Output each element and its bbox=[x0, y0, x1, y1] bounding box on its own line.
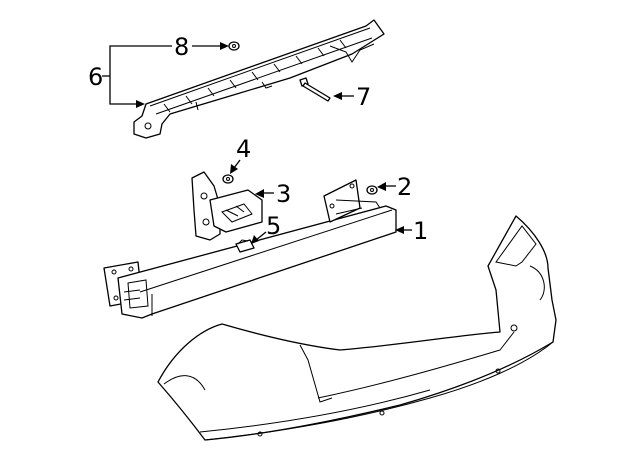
impact-bar bbox=[103, 179, 397, 319]
clip-5 bbox=[235, 239, 255, 253]
leader-lines bbox=[102, 42, 412, 244]
nut-2 bbox=[366, 185, 378, 195]
callout-8: 8 bbox=[174, 33, 189, 61]
callout-3: 3 bbox=[276, 180, 291, 208]
nut-8 bbox=[228, 41, 240, 51]
callout-1: 1 bbox=[413, 217, 428, 245]
bumper-cover bbox=[157, 215, 557, 441]
callout-2: 2 bbox=[397, 173, 412, 201]
callout-4: 4 bbox=[236, 135, 251, 163]
nut-4 bbox=[222, 174, 234, 184]
callout-5: 5 bbox=[266, 212, 281, 240]
absorber-bracket bbox=[191, 171, 263, 241]
callout-6: 6 bbox=[88, 63, 103, 91]
upper-bracket bbox=[133, 19, 385, 139]
bolt-7 bbox=[299, 77, 331, 102]
callout-7: 7 bbox=[356, 83, 371, 111]
